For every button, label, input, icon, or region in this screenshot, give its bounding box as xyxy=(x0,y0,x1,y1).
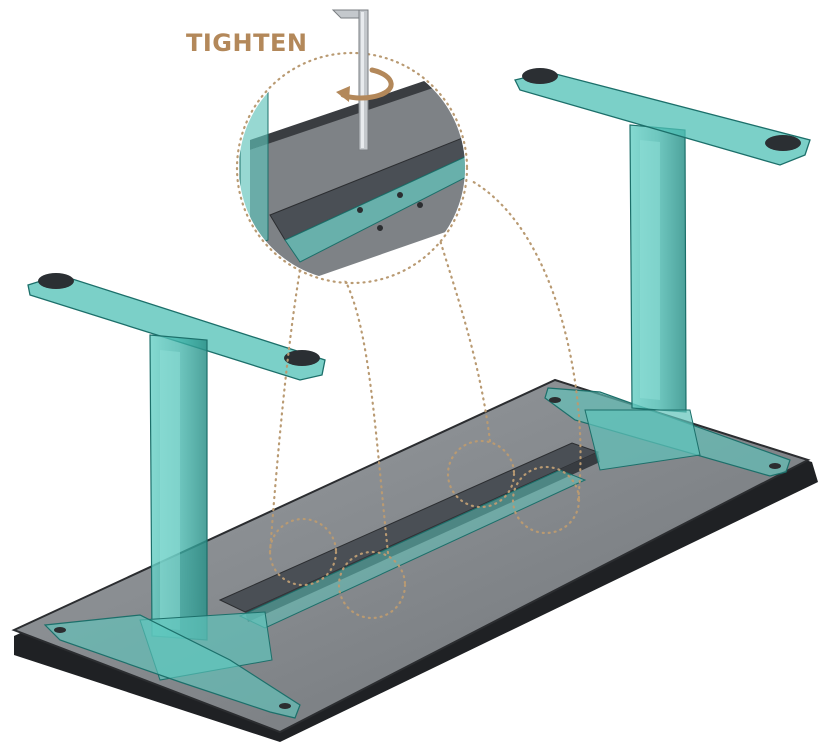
right-top-crossbar xyxy=(514,68,811,166)
connector-1 xyxy=(268,268,302,554)
zoom-outline xyxy=(235,51,469,285)
connector-2 xyxy=(343,278,390,555)
left-foot xyxy=(43,614,301,719)
detail-circle-2 xyxy=(337,550,407,620)
rotate-arrow-icon xyxy=(336,67,394,102)
connector-4 xyxy=(468,178,582,502)
hex-key-icon xyxy=(331,9,369,151)
right-column xyxy=(584,124,701,471)
crossbeam xyxy=(218,442,600,629)
detail-circle-3 xyxy=(446,439,516,509)
connector-3 xyxy=(438,238,492,443)
detail-markers xyxy=(235,51,582,620)
left-top-crossbar xyxy=(27,273,326,381)
zoom-detail xyxy=(239,55,465,281)
tighten-label: TIGHTEN xyxy=(186,29,308,57)
